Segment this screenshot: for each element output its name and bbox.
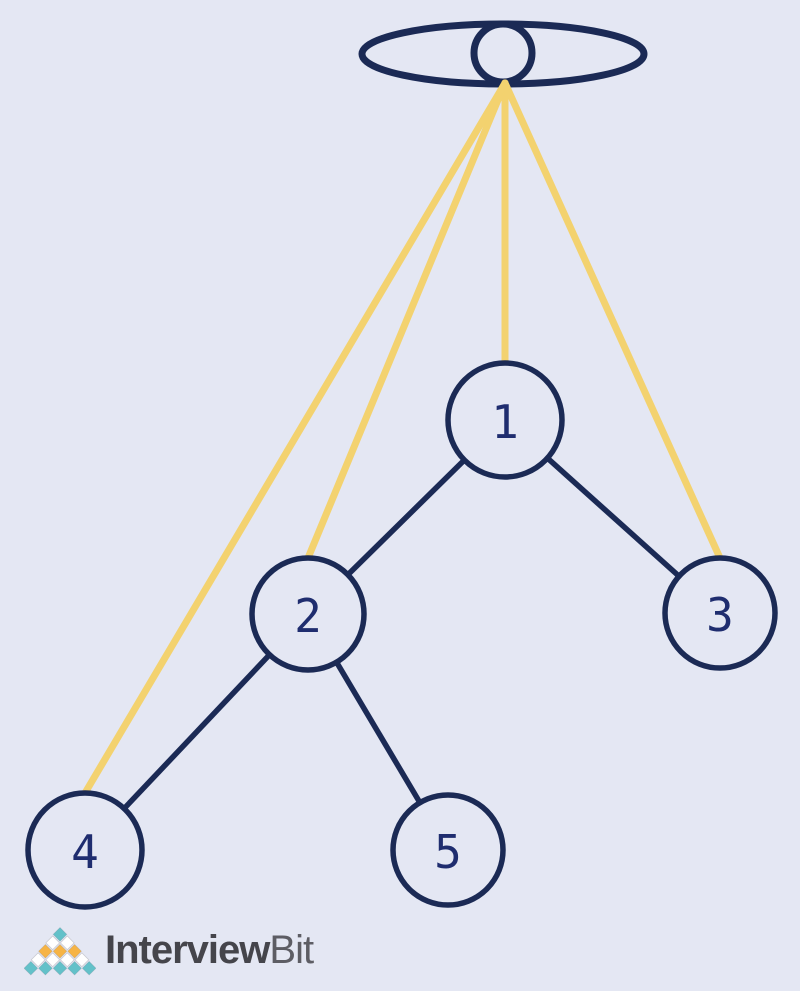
logo-diamond-white xyxy=(30,952,46,968)
interviewbit-logo-text: InterviewBit xyxy=(105,928,314,974)
logo-diamond-teal xyxy=(24,960,39,976)
logo-diamond-orange xyxy=(52,943,68,959)
view-line-to-node-4 xyxy=(81,79,509,797)
interviewbit-logo-mark xyxy=(24,927,96,976)
logo-diamond-white xyxy=(59,952,75,968)
tree-node-3 xyxy=(662,555,778,671)
view-line-to-node-3 xyxy=(501,79,724,562)
logo-diamond-teal xyxy=(52,960,68,976)
logo-diamond-white xyxy=(45,935,61,951)
logo-text-interview: Interview xyxy=(105,928,270,972)
logo-text-bit: Bit xyxy=(269,928,314,972)
logo-diamond-white xyxy=(45,952,61,968)
tree-node-5 xyxy=(390,792,506,908)
view-line-to-node-2 xyxy=(304,79,509,562)
logo-diamond-teal xyxy=(38,960,53,976)
tree-node-label-3: 3 xyxy=(706,588,734,642)
tree-node-1 xyxy=(445,360,565,480)
tree-node-label-1: 1 xyxy=(491,395,519,449)
tree-node-2 xyxy=(249,555,367,673)
logo-diamond-teal xyxy=(67,960,82,976)
logo-diamond-teal xyxy=(52,927,68,942)
logo-diamond-orange xyxy=(38,943,53,959)
interviewbit-logo: InterviewBit xyxy=(24,926,314,978)
logo-diamond-white xyxy=(59,935,75,951)
tree-node-label-5: 5 xyxy=(434,825,462,879)
logo-diamond-white xyxy=(74,952,90,968)
tree-node-label-2: 2 xyxy=(294,589,322,643)
logo-diamond-teal xyxy=(81,960,96,976)
logo-diamond-orange xyxy=(67,943,82,959)
tree-node-4 xyxy=(25,790,145,910)
tree-node-label-4: 4 xyxy=(71,825,99,879)
